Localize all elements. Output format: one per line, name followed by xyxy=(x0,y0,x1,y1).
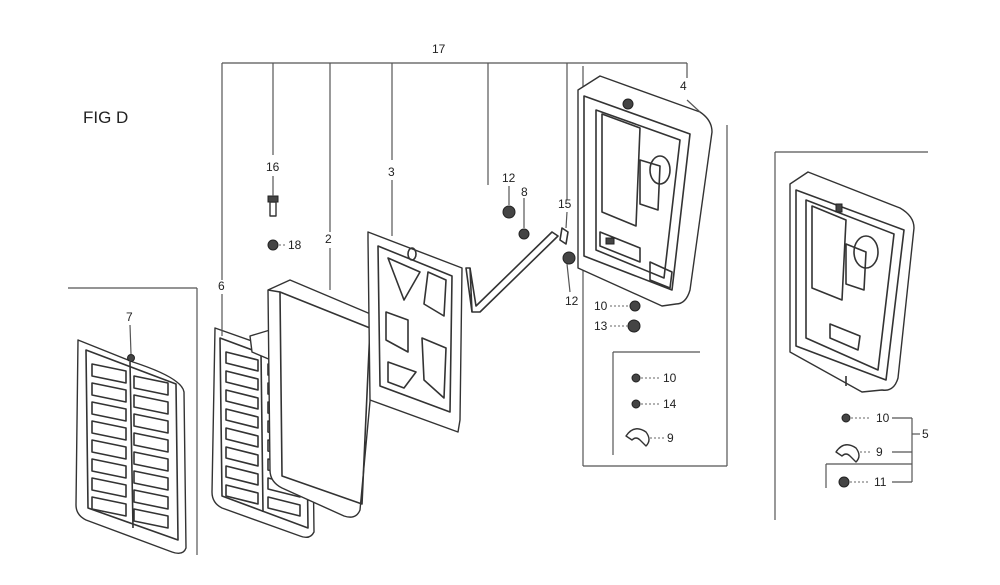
washer-10b-icon xyxy=(631,373,641,383)
callout-labels: 17 4 16 18 2 3 12 8 15 12 6 7 10 13 10 1… xyxy=(126,42,929,489)
nut-12-lower-icon xyxy=(562,251,576,265)
louver-slot xyxy=(91,439,127,460)
nut-14-icon xyxy=(631,399,641,409)
case-slot-icon xyxy=(605,237,615,245)
figure-title: FIG D xyxy=(83,108,128,127)
louver-slot xyxy=(91,382,127,403)
right-panel-frame xyxy=(774,151,928,520)
nut-11-icon xyxy=(838,476,850,488)
callout-12-lower: 12 xyxy=(565,294,579,308)
callout-12-upper: 12 xyxy=(502,171,516,185)
clip-15-icon xyxy=(559,227,569,245)
callout-6: 6 xyxy=(218,279,225,293)
bolt-shank-icon xyxy=(269,201,277,217)
outer-grille-part-7 xyxy=(75,339,187,555)
hardware xyxy=(267,195,860,488)
louver-slot xyxy=(225,465,259,486)
louver-slot xyxy=(225,351,259,372)
washer-8-icon xyxy=(518,228,530,240)
louver-slot xyxy=(133,489,169,510)
louver-slot xyxy=(133,508,169,529)
louver-slot xyxy=(133,413,169,434)
breather-tube xyxy=(465,231,559,313)
louver-slot xyxy=(267,496,301,517)
callout-9-right: 9 xyxy=(876,445,883,459)
louver-slot xyxy=(225,446,259,467)
louver-slot xyxy=(91,458,127,479)
louver-slot xyxy=(133,394,169,415)
louver-slot xyxy=(91,477,127,498)
case-knob-icon xyxy=(622,98,634,110)
louver-slot xyxy=(133,432,169,453)
louver-slot xyxy=(225,427,259,448)
louver-slot xyxy=(225,408,259,429)
callout-10-upper: 10 xyxy=(594,299,608,313)
callout-15: 15 xyxy=(558,197,572,211)
louver-slot xyxy=(91,420,127,441)
louver-slot xyxy=(225,370,259,391)
callout-8: 8 xyxy=(521,185,528,199)
grille-fastener-icon xyxy=(127,354,135,362)
louver-slot xyxy=(225,484,259,505)
louver-slot xyxy=(91,363,127,384)
washer-10a-icon xyxy=(629,300,641,312)
louver-slot xyxy=(91,401,127,422)
callout-16: 16 xyxy=(266,160,280,174)
louver-slot xyxy=(91,496,127,517)
louver-slot xyxy=(133,470,169,491)
callout-10-subbox: 10 xyxy=(663,371,677,385)
callout-11: 11 xyxy=(874,475,887,489)
callout-2: 2 xyxy=(325,232,332,246)
left-panel-frame xyxy=(68,287,198,555)
nut-icon xyxy=(267,239,279,251)
louver-slot xyxy=(225,389,259,410)
callout-5: 5 xyxy=(922,427,929,441)
leader-lines xyxy=(129,99,920,488)
callout-10-right: 10 xyxy=(876,411,890,425)
nut-13-icon xyxy=(627,319,641,333)
callout-3: 3 xyxy=(388,165,395,179)
callout-9-subbox: 9 xyxy=(667,431,674,445)
callout-14: 14 xyxy=(663,397,677,411)
case-tab-icon xyxy=(835,203,843,213)
clip-9b-icon xyxy=(835,444,860,463)
washer-10c-icon xyxy=(841,413,851,423)
louver-slot xyxy=(133,451,169,472)
callout-7: 7 xyxy=(126,310,133,324)
bolt-head-icon xyxy=(267,195,279,203)
callout-13: 13 xyxy=(594,319,608,333)
callout-4: 4 xyxy=(680,79,687,93)
louver-slot xyxy=(133,375,169,396)
hardware-subbox xyxy=(612,351,700,455)
callout-17: 17 xyxy=(432,42,446,56)
gasket-part-3 xyxy=(367,231,463,433)
nut-12-upper-icon xyxy=(502,205,516,219)
callout-18: 18 xyxy=(288,238,302,252)
clip-9a-icon xyxy=(625,428,650,447)
air-cleaner-case-part-4 xyxy=(577,75,713,307)
assembly-bracket-17 xyxy=(221,62,688,280)
case-part-5 xyxy=(789,171,915,393)
